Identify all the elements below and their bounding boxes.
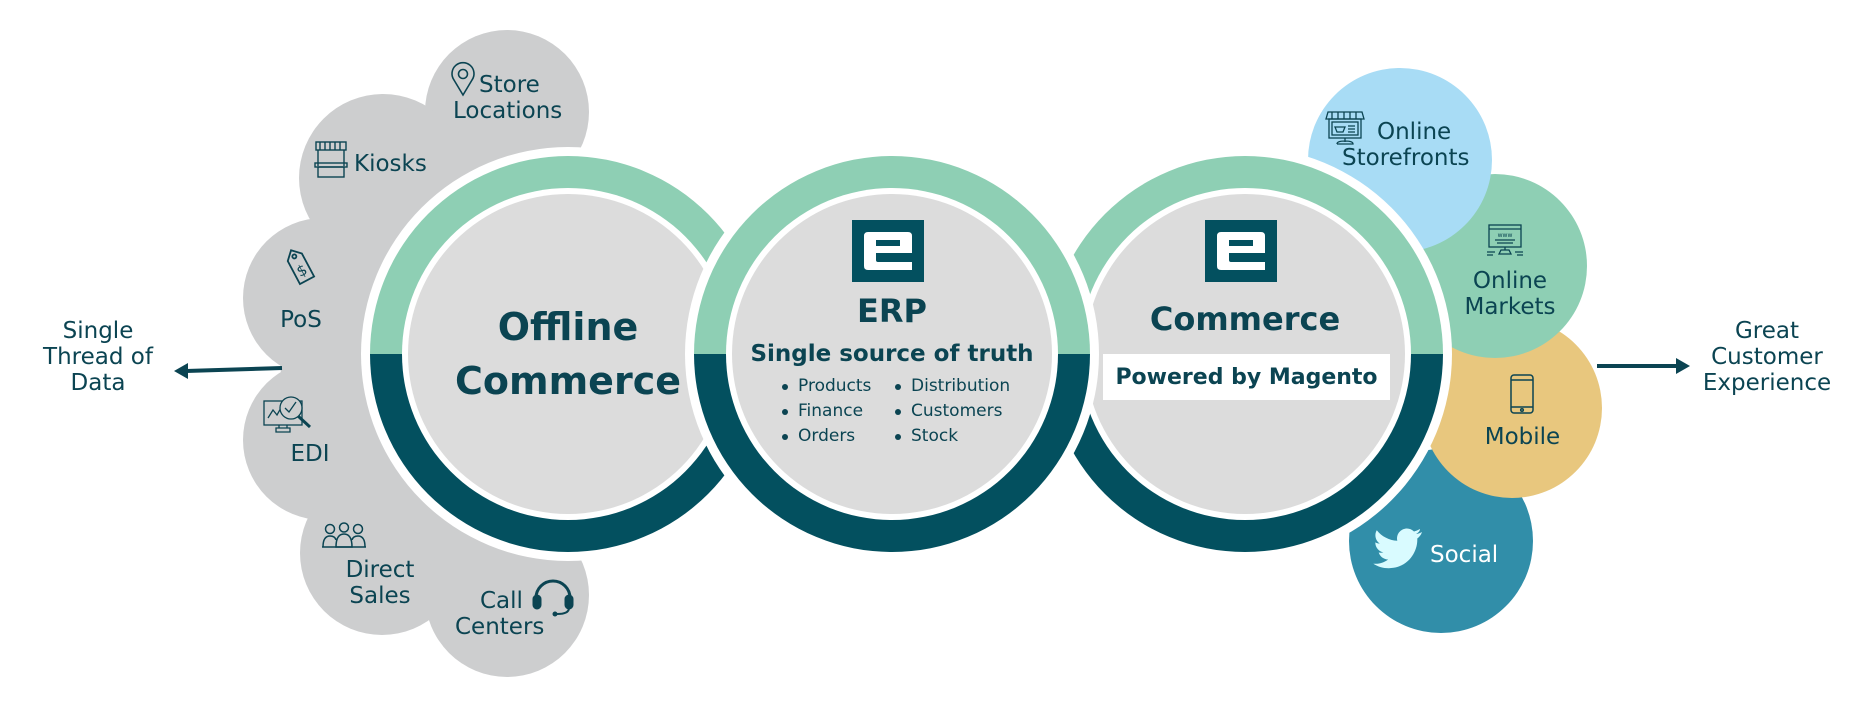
channel-edi[interactable]: EDI bbox=[280, 441, 340, 467]
powered-by-magento-badge: Powered by Magento bbox=[1103, 354, 1390, 400]
channel-store-locations[interactable]: Store Locations bbox=[452, 72, 582, 124]
erp-bullet-item: Customers bbox=[893, 399, 1010, 424]
erp-bullet-item: Distribution bbox=[893, 374, 1010, 399]
hub-core bbox=[732, 194, 1052, 514]
hub-title-line: Offline bbox=[497, 305, 639, 349]
channel-label-line: Call bbox=[480, 588, 523, 614]
left-arrow bbox=[174, 363, 283, 379]
channel-mobile[interactable]: Mobile bbox=[1470, 424, 1575, 450]
right-arrow bbox=[1597, 358, 1690, 374]
single-thread-of-data-label: Single Thread of Data bbox=[28, 318, 168, 396]
analytics-monitor-icon bbox=[263, 396, 312, 433]
channel-label-line: Direct bbox=[345, 557, 415, 583]
kiosk-icon bbox=[314, 141, 348, 178]
label-line: Single bbox=[62, 318, 134, 344]
channel-label-line: Sales bbox=[349, 583, 411, 609]
erp-title: ERP bbox=[857, 292, 927, 330]
badge-text: Powered by Magento bbox=[1115, 364, 1378, 390]
erp-bullet-item: Products bbox=[780, 374, 871, 399]
offline-commerce-title: Offline Commerce bbox=[438, 300, 698, 408]
commerce-title: Commerce bbox=[1149, 300, 1341, 338]
svg-text:www: www bbox=[1498, 232, 1513, 239]
erp-bullets-col2: Distribution Customers Stock bbox=[893, 374, 1010, 449]
online-channel-cluster bbox=[1308, 68, 1602, 633]
arrow-right-head bbox=[1676, 358, 1690, 374]
channel-online-markets[interactable]: Online Markets bbox=[1450, 268, 1570, 320]
channel-label-line: Kiosks bbox=[354, 151, 427, 177]
label-line: Data bbox=[70, 370, 126, 396]
channel-social[interactable]: Social bbox=[1430, 542, 1498, 568]
label-line: Thread of bbox=[43, 344, 153, 370]
storefront-monitor-icon bbox=[1325, 111, 1365, 145]
erp-subtitle: Single source of truth bbox=[750, 341, 1034, 367]
label-line: Customer bbox=[1711, 344, 1823, 370]
great-customer-experience-label: Great Customer Experience bbox=[1692, 318, 1842, 396]
e-logo-icon bbox=[1205, 220, 1277, 282]
channel-label-line: Mobile bbox=[1484, 424, 1561, 450]
erp-bullet-item: Finance bbox=[780, 399, 871, 424]
hub-title-line: Commerce bbox=[455, 359, 681, 403]
twitter-bird-icon bbox=[1373, 528, 1422, 569]
erp-bullet-item: Orders bbox=[780, 424, 871, 449]
www-monitor-icon: www bbox=[1487, 224, 1523, 256]
channel-label-line: Store bbox=[479, 72, 540, 98]
hub-core bbox=[408, 194, 728, 514]
label-line: Great bbox=[1734, 318, 1800, 344]
channel-pos[interactable]: PoS bbox=[270, 307, 332, 333]
channel-label-line: Centers bbox=[455, 614, 545, 640]
arrow-left-head bbox=[174, 363, 188, 379]
arrow-left-line bbox=[185, 366, 283, 373]
smartphone-icon bbox=[1510, 374, 1534, 414]
channel-label-line: Online bbox=[1377, 119, 1452, 145]
channel-call-centers[interactable]: Call Centers bbox=[455, 588, 555, 640]
channel-label-line: PoS bbox=[280, 307, 322, 333]
channel-label-line: Social bbox=[1430, 542, 1499, 568]
channel-kiosks[interactable]: Kiosks bbox=[354, 151, 427, 177]
erp-bullets-col1: Products Finance Orders bbox=[780, 374, 871, 449]
label-line: Experience bbox=[1702, 370, 1832, 396]
channel-label-line: Markets bbox=[1464, 294, 1556, 320]
e-logo-icon bbox=[852, 220, 924, 282]
channel-label-line: Online bbox=[1472, 268, 1548, 294]
channel-online-storefronts[interactable]: Online Storefronts bbox=[1342, 119, 1492, 171]
erp-bullet-item: Stock bbox=[893, 424, 1010, 449]
mobile-bubble[interactable] bbox=[1422, 318, 1602, 498]
map-pin-icon bbox=[451, 61, 475, 97]
headset-icon bbox=[532, 579, 574, 617]
channel-label-line: Locations bbox=[453, 98, 563, 124]
channel-direct-sales[interactable]: Direct Sales bbox=[335, 557, 425, 609]
people-group-icon bbox=[322, 522, 366, 548]
channel-label-line: Storefronts bbox=[1342, 145, 1470, 171]
channel-label-line: EDI bbox=[290, 441, 330, 467]
offline-commerce-ring[interactable] bbox=[361, 147, 775, 561]
cloud-lobe-direct-sales bbox=[300, 471, 464, 635]
